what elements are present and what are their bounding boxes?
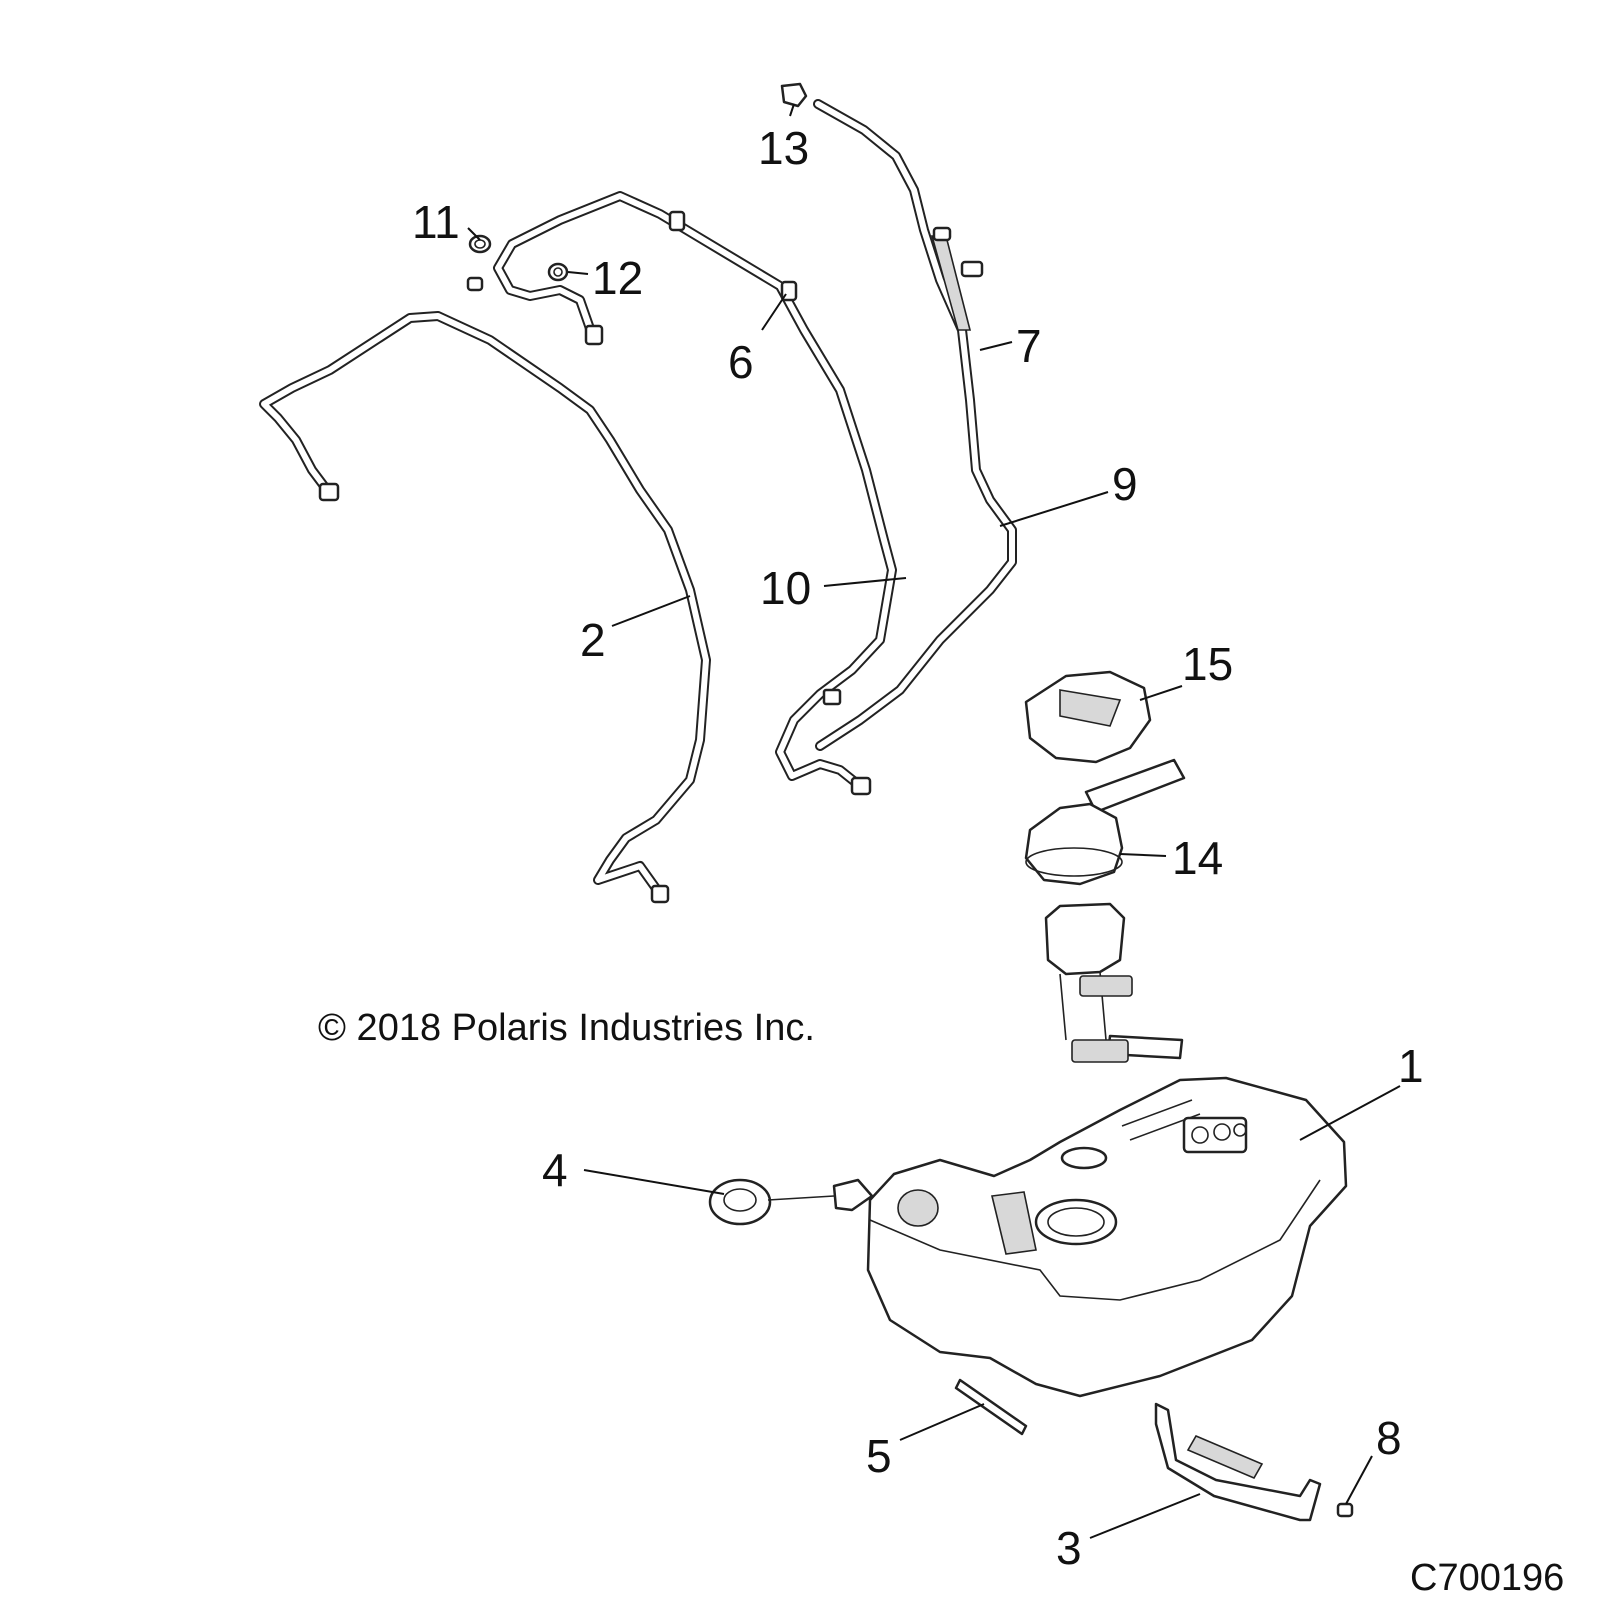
callout-3: 3 bbox=[1056, 1522, 1082, 1574]
callout-1: 1 bbox=[1398, 1040, 1424, 1092]
leader-11 bbox=[467, 227, 481, 241]
leader-1 bbox=[1299, 1085, 1401, 1141]
hose-clamp-6 bbox=[668, 210, 798, 302]
callout-10: 10 bbox=[760, 562, 811, 614]
leader-3 bbox=[1089, 1493, 1201, 1539]
leader-13 bbox=[789, 103, 795, 117]
callout-4: 4 bbox=[542, 1144, 568, 1196]
vent-hose-9 bbox=[813, 99, 1017, 751]
clip-13 bbox=[780, 82, 808, 108]
bolt-8 bbox=[1336, 1502, 1354, 1518]
leader-6 bbox=[761, 293, 787, 331]
callout-9: 9 bbox=[1112, 458, 1138, 510]
callout-13: 13 bbox=[758, 122, 809, 174]
fuel-cap-4 bbox=[708, 1178, 874, 1226]
leader-7 bbox=[979, 341, 1013, 351]
callout-11: 11 bbox=[412, 196, 460, 248]
fuel-hose-10 bbox=[493, 191, 897, 796]
hose-clamp-7 bbox=[932, 226, 984, 278]
leader-4 bbox=[583, 1169, 725, 1195]
fuel-hose-2 bbox=[259, 311, 711, 904]
leader-2 bbox=[611, 595, 691, 627]
callout-7: 7 bbox=[1016, 320, 1042, 372]
leader-12 bbox=[567, 271, 589, 275]
copyright-notice: © 2018 Polaris Industries Inc. bbox=[318, 1007, 815, 1049]
leader-10 bbox=[823, 577, 907, 587]
hose-clamp-12 bbox=[547, 262, 569, 282]
leader-5 bbox=[899, 1403, 985, 1441]
callout-8: 8 bbox=[1376, 1412, 1402, 1464]
figure-id: C700196 bbox=[1410, 1557, 1564, 1599]
fuel-pump-14 bbox=[1024, 802, 1184, 1063]
leader-9 bbox=[999, 491, 1109, 527]
callout-14: 14 bbox=[1172, 832, 1223, 884]
bracket-3 bbox=[1154, 1402, 1322, 1522]
leader-15 bbox=[1139, 685, 1183, 701]
callout-12: 12 bbox=[592, 252, 643, 304]
hose-clamp-11 bbox=[466, 234, 492, 292]
leader-8 bbox=[1345, 1455, 1373, 1505]
callout-2: 2 bbox=[580, 614, 606, 666]
callout-5: 5 bbox=[866, 1430, 892, 1482]
strap-5 bbox=[954, 1378, 1028, 1436]
callout-15: 15 bbox=[1182, 638, 1233, 690]
callout-6: 6 bbox=[728, 336, 754, 388]
fuel-tank-1 bbox=[866, 1076, 1348, 1398]
leader-14 bbox=[1119, 853, 1167, 857]
pump-cover-15 bbox=[1024, 670, 1186, 814]
